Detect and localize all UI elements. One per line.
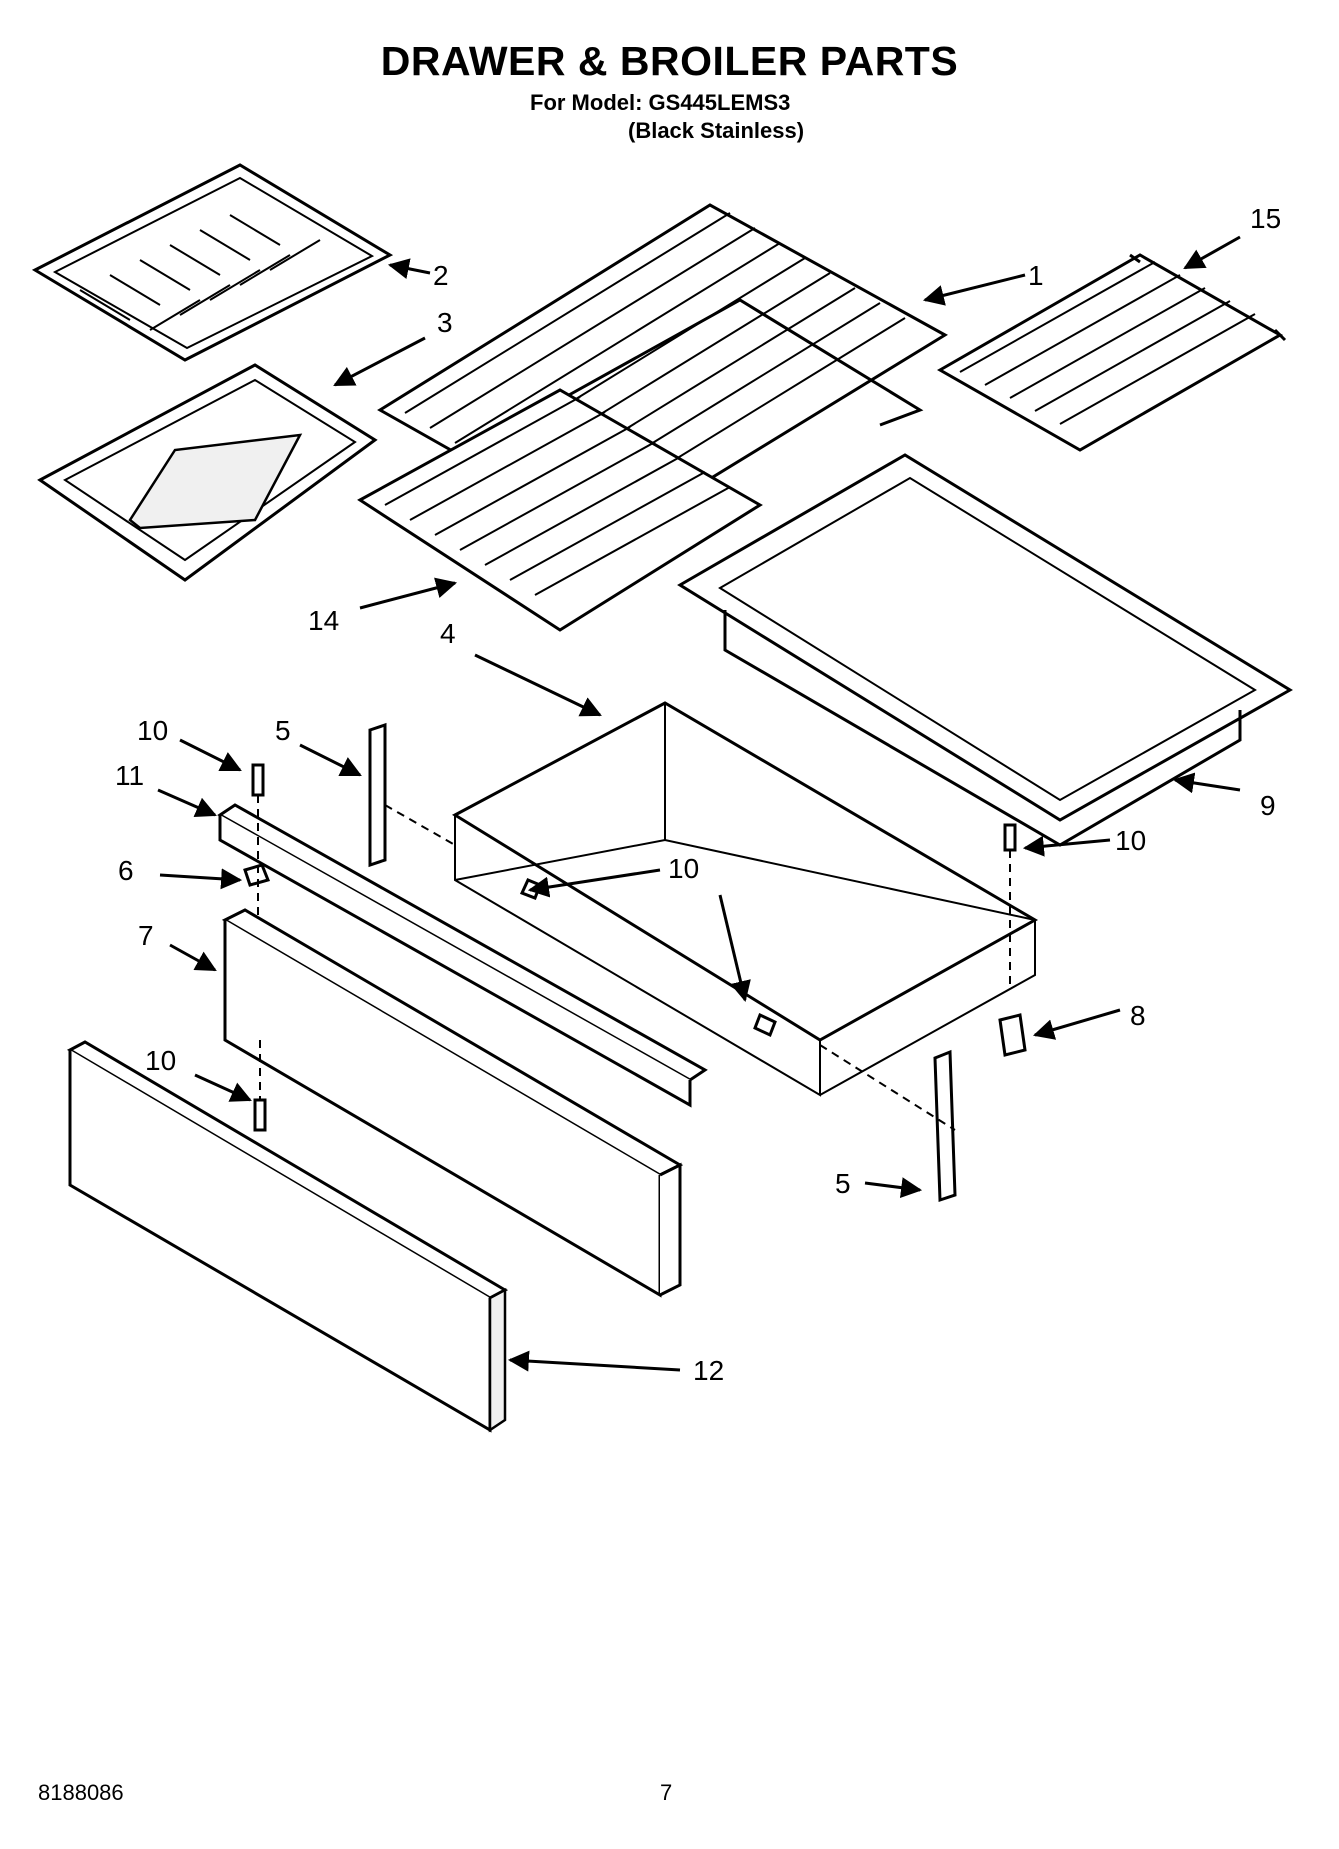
- callout-4: 4: [440, 618, 456, 649]
- document-number: 8188086: [38, 1780, 124, 1805]
- page-number: 7: [660, 1780, 673, 1805]
- drawer-front-panel-part: [66, 1040, 509, 1433]
- callout-5-right: 5: [835, 1168, 851, 1199]
- drawer-inner-panel-part: [221, 908, 684, 1298]
- callout-10-bottom-left: 10: [145, 1045, 176, 1076]
- callout-3: 3: [437, 307, 453, 338]
- drawer-slide-part-right: [933, 1049, 957, 1203]
- broiler-pan-part: [37, 363, 378, 582]
- callout-1: 1: [1028, 260, 1044, 291]
- assembly-lines: [257, 795, 1011, 1131]
- page-title: DRAWER & BROILER PARTS: [380, 38, 959, 84]
- drawer-liner-part: [677, 453, 1293, 847]
- broiler-rack-part: [357, 388, 763, 632]
- broiler-grid-part: [31, 163, 394, 362]
- model-line: For Model: GS445LEMS3: [530, 90, 791, 115]
- callout-9: 9: [1260, 790, 1276, 821]
- callout-10-top-left: 10: [137, 715, 168, 746]
- callout-5-left: 5: [275, 715, 291, 746]
- variant-line: (Black Stainless): [628, 118, 805, 143]
- callout-2: 2: [433, 260, 449, 291]
- callout-10-right: 10: [1115, 825, 1146, 856]
- callout-10-center: 10: [668, 853, 699, 884]
- leader-lines: [157, 235, 1241, 1372]
- callout-14: 14: [308, 605, 339, 636]
- bracket-part: [998, 1013, 1027, 1057]
- drawer-body-part: [451, 701, 1039, 1097]
- drawer-slide-part-left: [368, 722, 387, 868]
- callout-7: 7: [138, 920, 154, 951]
- callout-6: 6: [118, 855, 134, 886]
- callout-15: 15: [1250, 203, 1281, 234]
- callout-11: 11: [115, 760, 144, 791]
- front-bracket-part: [217, 803, 708, 1108]
- clip-part: [243, 863, 271, 887]
- callout-8: 8: [1130, 1000, 1146, 1031]
- callout-12: 12: [693, 1355, 724, 1386]
- screw-part: [251, 763, 1017, 1132]
- half-rack-part: [936, 253, 1287, 452]
